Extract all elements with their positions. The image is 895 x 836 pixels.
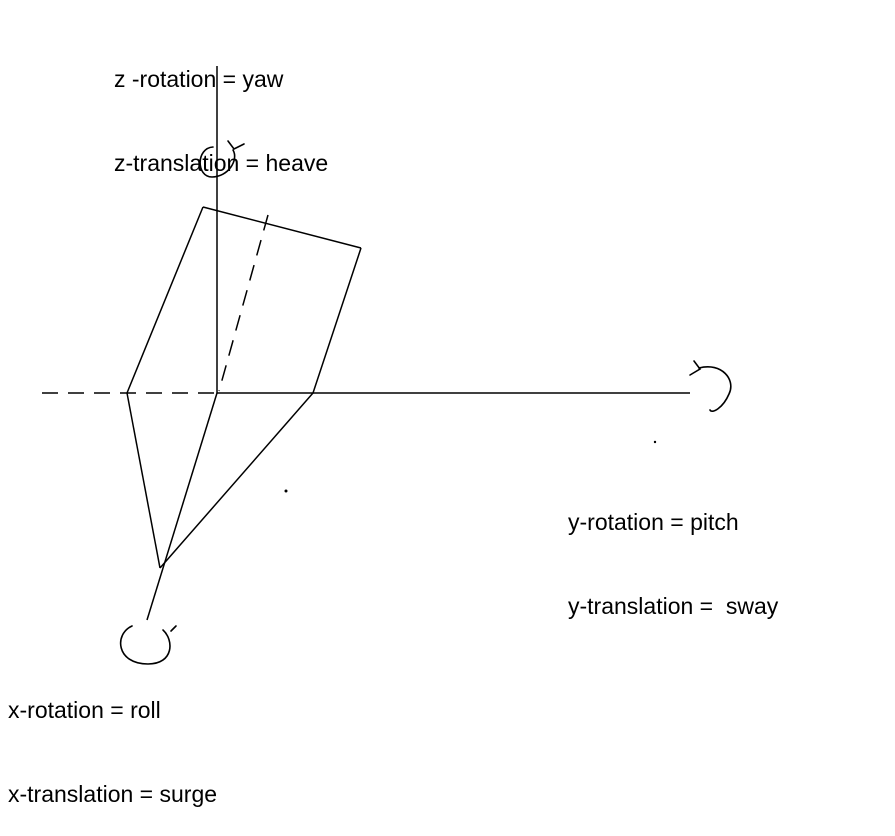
speck-mark [653, 440, 657, 444]
axes-diagram [42, 66, 732, 665]
y-axis-labels: y-rotation = pitch y-translation = sway [568, 452, 778, 648]
y-translation-label: y-translation = sway [568, 593, 779, 619]
x-rotation-label: x-rotation = roll [8, 697, 161, 723]
y-rotation-label: y-rotation = pitch [568, 509, 739, 535]
z-translation-label: z-translation = heave [114, 150, 329, 176]
plane-edge-hidden [218, 214, 269, 392]
plane-lower-left [126, 392, 161, 569]
plane-edge-left [126, 206, 204, 394]
x-translation-label: x-translation = surge [8, 781, 218, 807]
plane-edge-top [202, 206, 362, 249]
z-rotation-label: z -rotation = yaw [114, 66, 284, 92]
x-axis [146, 392, 218, 621]
z-rotation-arrow-icon [199, 140, 245, 178]
plane-lower-right [159, 392, 314, 569]
x-rotation-arrow-icon [119, 625, 177, 665]
z-axis-labels: z -rotation = yaw z-translation = heave [114, 9, 328, 205]
plane-edge-right [312, 247, 362, 394]
y-rotation-arrow-icon [689, 360, 732, 412]
x-axis-labels: x-rotation = roll x-translation = surge [8, 640, 217, 836]
speck-mark [284, 489, 288, 493]
